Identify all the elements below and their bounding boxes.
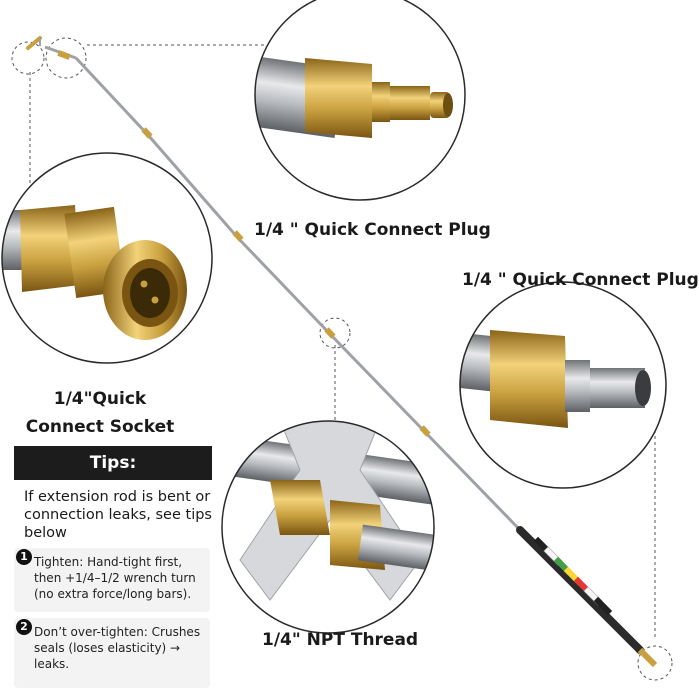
tip-number-badge: 1: [16, 549, 32, 565]
tips-intro: If extension rod is bent or connection l…: [24, 489, 212, 541]
nozzle-tips: [533, 536, 613, 616]
label-npt-thread: 1/4" NPT Thread: [262, 630, 419, 650]
label-quick-connect-plug-right: 1/4 " Quick Connect Plug: [462, 270, 699, 290]
tip-text: Don’t over-tighten: Crushes seals (loses…: [34, 625, 201, 671]
product-illustration: [1, 0, 673, 681]
label-quick-connect-plug-top: 1/4 " Quick Connect Plug: [254, 220, 491, 240]
wand-detail-markers: [11, 37, 673, 681]
detail-quick-connect-plug-top: [254, 0, 466, 201]
tips-header: Tips:: [14, 446, 212, 480]
tip-text: Tighten: Hand-tight first, then +1/4–1/2…: [34, 555, 196, 601]
detail-npt-thread: [221, 420, 435, 634]
detail-quick-connect-socket: [1, 152, 213, 364]
extension-wand: [26, 36, 658, 668]
detail-quick-connect-plug-right: [459, 281, 667, 489]
tip-number-badge: 2: [16, 619, 32, 635]
tip-item: 1 Tighten: Hand-tight first, then +1/4–1…: [14, 548, 210, 612]
dashed-leader-lines: [29, 44, 656, 640]
tip-item: 2 Don’t over-tighten: Crushes seals (los…: [14, 618, 210, 688]
label-quick-connect-socket: 1/4"Quick Connect Socket: [25, 389, 175, 437]
